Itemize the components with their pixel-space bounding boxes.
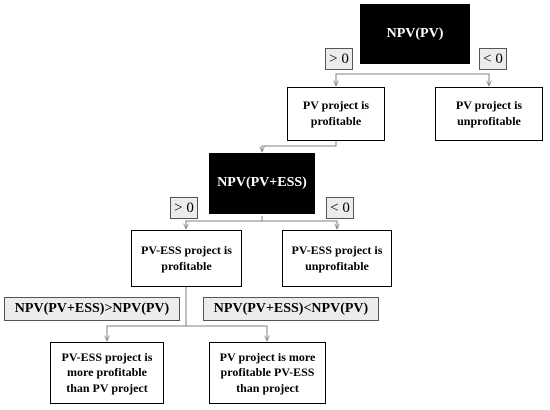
node-pv-ess-more-profitable: PV-ESS project is more profitable than P… <box>50 342 164 404</box>
condition-npv-pv-ess-less-than-zero: < 0 <box>326 197 354 219</box>
edge-npv-pv-to-pv-profitable <box>336 73 415 86</box>
condition-npv-pv-ess-less-than-npv-pv: NPV(PV+ESS)<NPV(PV) <box>203 297 379 321</box>
edge-npv-pv-to-pv-unprofitable <box>415 73 489 86</box>
node-pv-ess-unprofitable: PV-ESS project is unprofitable <box>282 230 392 287</box>
condition-npv-pv-ess-greater-than-npv-pv: NPV(PV+ESS)>NPV(PV) <box>4 297 180 321</box>
condition-npv-pv-ess-greater-than-zero: > 0 <box>170 197 198 219</box>
node-npv-pv-ess: NPV(PV+ESS) <box>209 153 315 214</box>
edge-pv-profitable-to-npv-pv-ess <box>262 141 337 152</box>
condition-npv-pv-greater-than-zero: > 0 <box>325 48 353 70</box>
edge-comparison-to-pv-more-profitable <box>186 325 267 341</box>
condition-npv-pv-less-than-zero: < 0 <box>479 48 507 70</box>
node-pv-ess-profitable: PV-ESS project is profitable <box>131 230 242 287</box>
edge-npv-pv-ess-to-pv-ess-unprofitable <box>261 216 337 229</box>
node-npv-pv: NPV(PV) <box>360 4 470 64</box>
node-pv-profitable: PV project is profitable <box>287 87 385 141</box>
node-pv-unprofitable: PV project is unprofitable <box>435 87 543 141</box>
node-pv-more-profitable: PV project is more profitable PV-ESS tha… <box>209 342 326 404</box>
edge-comparison-to-pv-ess-more-profitable <box>107 325 186 341</box>
